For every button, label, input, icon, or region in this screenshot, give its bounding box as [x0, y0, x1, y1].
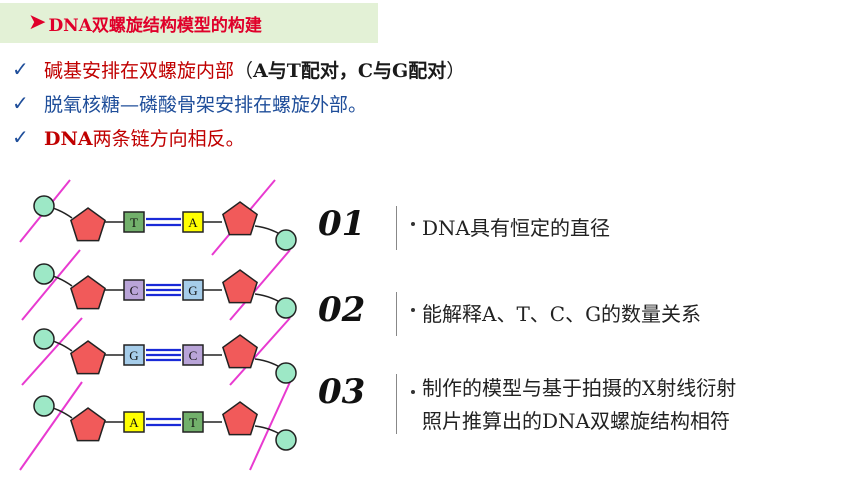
base-letter: T — [189, 415, 197, 430]
point-text: DNA具有恒定的直径 — [422, 212, 610, 245]
bullet-dot — [411, 222, 415, 226]
point-item: 03 制作的模型与基于拍摄的X射线衍射照片推算出的DNA双螺旋结构相符 — [318, 372, 838, 434]
deoxyribose-pentagon — [70, 407, 106, 442]
phosphate-circle — [275, 229, 297, 251]
section-title-text: DNA双螺旋结构模型的构建 — [48, 15, 262, 36]
backbone-line — [229, 249, 291, 321]
bullet-text: DNA两条链方向相反。 — [44, 127, 245, 150]
base-letter: A — [129, 415, 139, 430]
point-number: 03 — [318, 372, 366, 412]
phosphate-circle — [33, 395, 55, 417]
phosphate-circle — [33, 263, 55, 285]
base-box — [123, 279, 145, 301]
base-letter: T — [130, 215, 138, 230]
bullet-item: ✓ 脱氧核糖—磷酸骨架安排在螺旋外部。 — [12, 86, 465, 120]
base-box — [123, 411, 145, 433]
phosphate-circle — [33, 195, 55, 217]
base-box — [123, 344, 145, 366]
divider — [396, 292, 397, 336]
deoxyribose-pentagon — [70, 340, 106, 375]
base-letter: C — [130, 283, 139, 298]
deoxyribose-pentagon — [222, 334, 258, 369]
bullet-item: ✓ 碱基安排在双螺旋内部（A与T配对，C与G配对） — [12, 52, 465, 86]
divider — [396, 374, 397, 434]
deoxyribose-pentagon — [222, 201, 258, 236]
base-box — [123, 211, 145, 233]
check-icon: ✓ — [12, 125, 29, 149]
base-letter: A — [188, 215, 198, 230]
point-text: 制作的模型与基于拍摄的X射线衍射照片推算出的DNA双螺旋结构相符 — [422, 372, 736, 438]
base-letter: G — [129, 348, 138, 363]
backbone-line — [229, 317, 291, 386]
base-letter: G — [188, 283, 197, 298]
section-title: ➤ DNA双螺旋结构模型的构建 — [0, 3, 378, 43]
point-text: 能解释A、T、C、G的数量关系 — [422, 298, 701, 331]
dna-diagram: T A C G G C A T — [19, 179, 297, 471]
bullet-item: ✓ DNA两条链方向相反。 — [12, 120, 465, 154]
bullet-text: 脱氧核糖—磷酸骨架安排在螺旋外部。 — [44, 93, 368, 116]
phosphate-circle — [275, 297, 297, 319]
bullet-dot — [411, 390, 415, 394]
backbone-line — [249, 381, 291, 471]
deoxyribose-pentagon — [70, 275, 106, 310]
backbone-line — [21, 249, 81, 321]
deoxyribose-pentagon — [222, 269, 258, 304]
check-icon: ✓ — [12, 57, 29, 81]
bullet-text: 碱基安排在双螺旋内部（A与T配对，C与G配对） — [44, 59, 466, 82]
deoxyribose-pentagon — [70, 207, 106, 242]
phosphate-circle — [275, 429, 297, 451]
check-icon: ✓ — [12, 91, 29, 115]
base-box — [182, 279, 204, 301]
bullet-dot — [411, 308, 415, 312]
point-text-line: 能解释A、T、C、G的数量关系 — [422, 302, 702, 326]
bullet-list: ✓ 碱基安排在双螺旋内部（A与T配对，C与G配对） ✓ 脱氧核糖—磷酸骨架安排在螺旋外… — [12, 52, 465, 154]
backbone-line — [19, 381, 83, 471]
point-number: 01 — [318, 204, 366, 244]
base-box — [182, 411, 204, 433]
base-box — [182, 211, 204, 233]
point-text-line: DNA具有恒定的直径 — [422, 216, 610, 240]
point-text-line: 照片推算出的DNA双螺旋结构相符 — [422, 409, 730, 433]
deoxyribose-pentagon — [222, 401, 258, 436]
backbone-line — [21, 317, 83, 386]
base-box — [182, 344, 204, 366]
divider — [396, 206, 397, 250]
point-item: 02 能解释A、T、C、G的数量关系 — [318, 290, 838, 350]
arrow-icon: ➤ — [28, 10, 47, 35]
point-item: 01 DNA具有恒定的直径 — [318, 204, 838, 264]
base-letter: C — [189, 348, 198, 363]
point-number: 02 — [318, 290, 366, 330]
point-text-line: 制作的模型与基于拍摄的X射线衍射 — [422, 376, 737, 400]
phosphate-circle — [275, 362, 297, 384]
phosphate-circle — [33, 328, 55, 350]
